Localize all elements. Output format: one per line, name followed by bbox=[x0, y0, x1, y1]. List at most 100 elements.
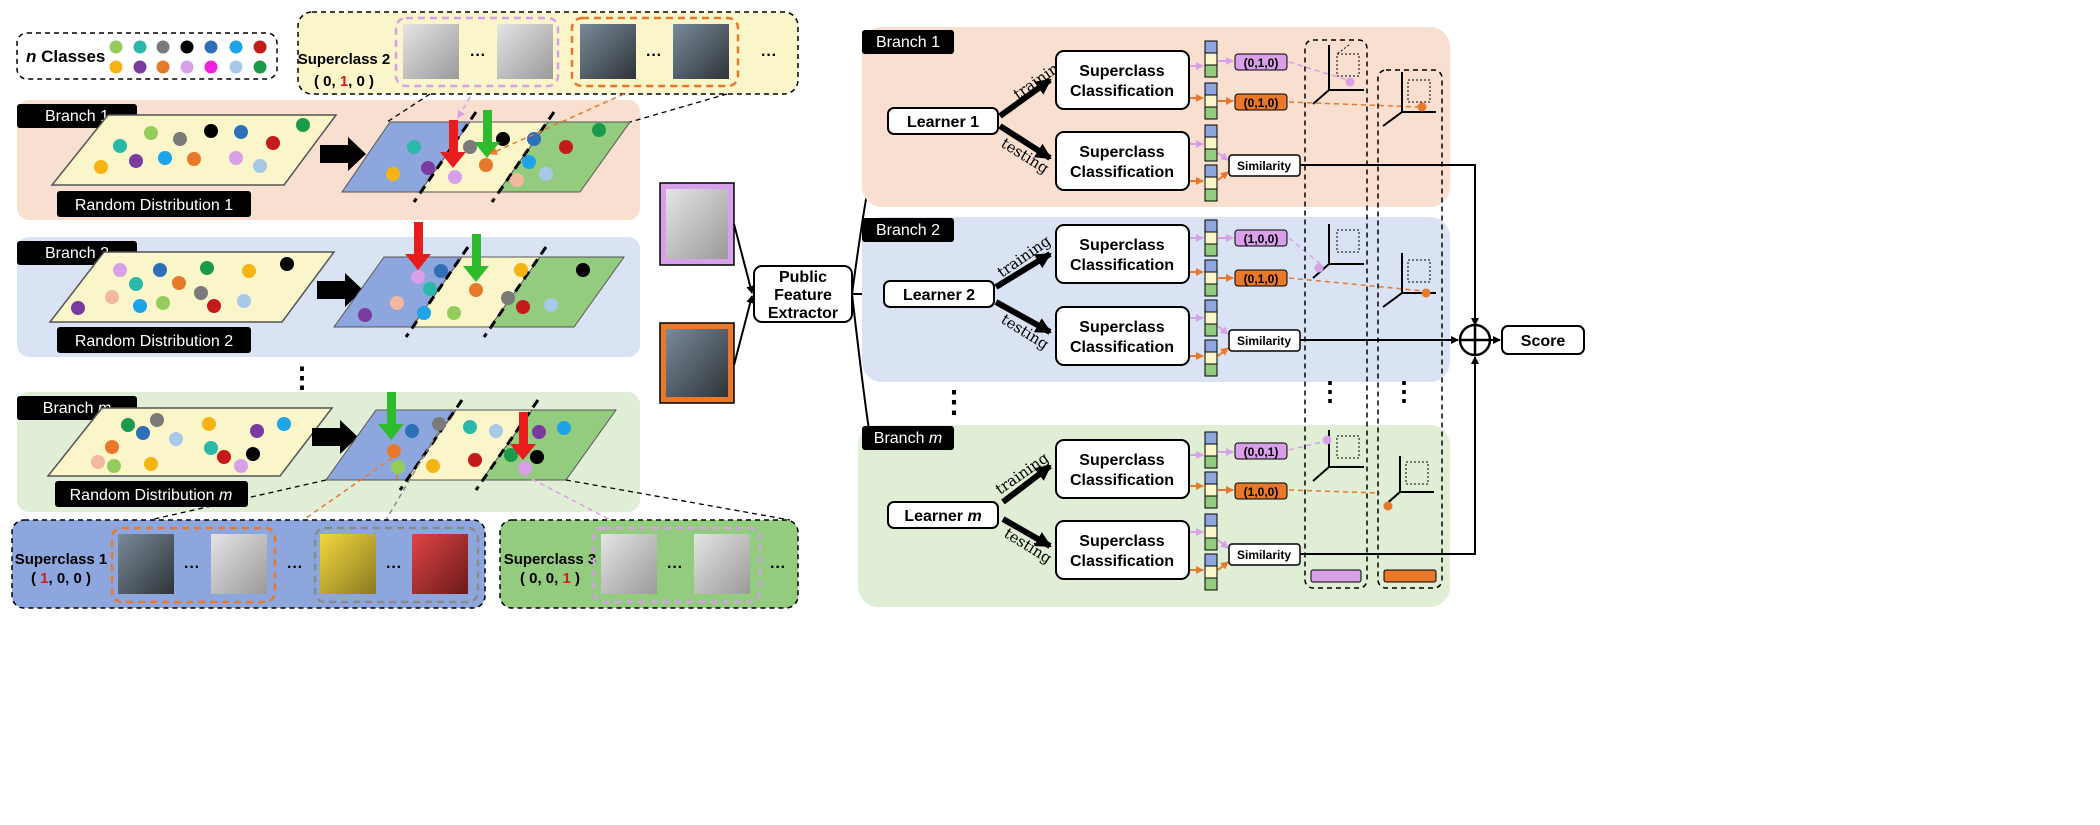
superclass-1-name: Superclass 1 bbox=[15, 551, 108, 568]
svg-text:Classification: Classification bbox=[1070, 257, 1174, 274]
car-thumbnail bbox=[118, 534, 174, 594]
purple-column-bar bbox=[1310, 569, 1362, 583]
score-box bbox=[1501, 325, 1585, 355]
superclass-3-callout: Superclass 3 ( 0, 0, 1 ) ··· ··· bbox=[499, 519, 799, 609]
random-distribution-m-label: Random Distribution m bbox=[70, 487, 233, 504]
random-distribution-1-label: Random Distribution 1 bbox=[75, 197, 233, 214]
car-thumbnail bbox=[601, 534, 657, 594]
right-branch-m-panel: Branch m Learner m training testing Supe… bbox=[858, 425, 1450, 607]
right-ellipsis: ⋮ bbox=[1391, 376, 1417, 406]
learner-2-box bbox=[883, 280, 995, 308]
car-thumbnail bbox=[320, 534, 376, 594]
superclass-3-code: ( 0, 0, 1 ) bbox=[520, 570, 580, 587]
left-branch-1-label: Branch 1 bbox=[45, 108, 109, 125]
svg-text:Classification: Classification bbox=[1070, 472, 1174, 489]
red-arrow bbox=[405, 222, 431, 270]
superclass-2-callout: Superclass 2 ( 0, 1, 0 ) ··· ··· ··· bbox=[297, 11, 799, 95]
green-arrow bbox=[474, 110, 500, 158]
learner-1-label: Learner 1 bbox=[907, 114, 979, 131]
axes-icon bbox=[1383, 456, 1434, 511]
superclass-classification-train bbox=[1055, 224, 1190, 284]
svg-text:Feature: Feature bbox=[774, 287, 832, 304]
superclass-1-callout: Superclass 1 ( 1, 0, 0 ) ··· ··· ··· bbox=[11, 519, 486, 609]
svg-text:···: ··· bbox=[386, 559, 402, 576]
feature-vectors bbox=[1204, 431, 1218, 591]
transform-arrow bbox=[317, 273, 363, 307]
public-feature-extractor: Public Feature Extractor bbox=[753, 265, 853, 323]
axes-icon bbox=[1382, 72, 1436, 127]
left-branch-2-label: Branch 2 bbox=[45, 245, 109, 262]
superclass-2-name: Superclass 2 bbox=[298, 51, 391, 68]
superclass-1-code: ( 1, 0, 0 ) bbox=[31, 570, 91, 587]
svg-text:···: ··· bbox=[646, 47, 662, 64]
svg-text:Classification: Classification bbox=[1070, 553, 1174, 570]
feature-vectors bbox=[1204, 219, 1218, 377]
right-ellipsis: ⋮ bbox=[1317, 376, 1343, 406]
svg-text:···: ··· bbox=[770, 559, 786, 576]
left-branch-m-panel: Branch m Random Distribution m bbox=[17, 392, 791, 538]
code-badge-purple: (1,0,0) bbox=[1244, 232, 1279, 246]
left-branch-2-panel: Branch 2 Random Distribution 2 bbox=[17, 222, 640, 357]
red-arrow bbox=[510, 412, 536, 460]
car-thumbnail bbox=[497, 24, 553, 79]
code-badge-orange: (0,1,0) bbox=[1244, 96, 1279, 110]
superclass-2-code: ( 0, 1, 0 ) bbox=[314, 73, 374, 90]
svg-text:Classification: Classification bbox=[1070, 83, 1174, 100]
svg-text:Classification: Classification bbox=[1070, 164, 1174, 181]
svg-text:···: ··· bbox=[287, 559, 303, 576]
learner-2-label: Learner 2 bbox=[903, 287, 975, 304]
orange-column-bar bbox=[1383, 569, 1437, 583]
svg-text:···: ··· bbox=[667, 559, 683, 576]
legend-label: n Classes bbox=[26, 47, 105, 66]
car-thumbnail bbox=[412, 534, 468, 594]
green-arrow bbox=[463, 234, 489, 282]
svg-text:···: ··· bbox=[761, 47, 777, 64]
svg-text:Extractor: Extractor bbox=[768, 305, 838, 322]
svg-text:Superclass: Superclass bbox=[1079, 452, 1164, 469]
transform-arrow bbox=[320, 137, 366, 171]
learner-m-label: Learner m bbox=[904, 508, 981, 525]
right-branch-1-panel: Branch 1 Learner 1 training testing Supe… bbox=[862, 27, 1450, 207]
axes-icon bbox=[1312, 430, 1364, 482]
learner-m-box bbox=[887, 501, 999, 529]
code-badge-orange: (1,0,0) bbox=[1244, 485, 1279, 499]
legend-dots bbox=[109, 40, 267, 74]
superclass-classification-train bbox=[1055, 439, 1190, 499]
similarity-label: Similarity bbox=[1237, 159, 1291, 173]
green-arrow bbox=[378, 392, 404, 440]
svg-text:Superclass: Superclass bbox=[1079, 63, 1164, 80]
svg-text:Superclass: Superclass bbox=[1079, 533, 1164, 550]
right-branch-1-label: Branch 1 bbox=[876, 34, 940, 51]
code-badge-orange: (0,1,0) bbox=[1244, 272, 1279, 286]
svg-text:Superclass: Superclass bbox=[1079, 237, 1164, 254]
car-thumbnail bbox=[211, 534, 267, 594]
axes-icon bbox=[1312, 44, 1364, 105]
right-ellipsis: ⋮ bbox=[939, 386, 969, 419]
legend-box: n Classes bbox=[16, 32, 278, 80]
similarity-label: Similarity bbox=[1237, 334, 1291, 348]
superclass-classification-test bbox=[1055, 520, 1190, 580]
car-thumbnail bbox=[403, 24, 459, 79]
left-ellipsis: ⋮ bbox=[288, 362, 316, 393]
input-image-orange bbox=[659, 322, 735, 404]
right-branch-2-label: Branch 2 bbox=[876, 222, 940, 239]
distribution-plane-m bbox=[46, 407, 334, 477]
car-thumbnail bbox=[673, 24, 729, 79]
axes-icon bbox=[1382, 253, 1436, 308]
superclass-3-name: Superclass 3 bbox=[504, 551, 597, 568]
orange-column-frame bbox=[1377, 69, 1443, 589]
class-dots bbox=[71, 257, 294, 315]
split-plane-2 bbox=[333, 246, 625, 338]
right-branch-m-label: Branch m bbox=[874, 430, 942, 447]
svg-text:Classification: Classification bbox=[1070, 339, 1174, 356]
right-branch-2-panel: Branch 2 Learner 2 training testing Supe… bbox=[862, 217, 1450, 382]
svg-text:···: ··· bbox=[470, 47, 486, 64]
car-thumbnail bbox=[694, 534, 750, 594]
code-badge-purple: (0,1,0) bbox=[1244, 56, 1279, 70]
svg-text:Superclass: Superclass bbox=[1079, 319, 1164, 336]
sum-operator bbox=[1458, 323, 1492, 357]
code-badge-purple: (0,0,1) bbox=[1244, 445, 1279, 459]
transform-arrow bbox=[312, 420, 358, 454]
split-plane-m bbox=[325, 399, 617, 491]
